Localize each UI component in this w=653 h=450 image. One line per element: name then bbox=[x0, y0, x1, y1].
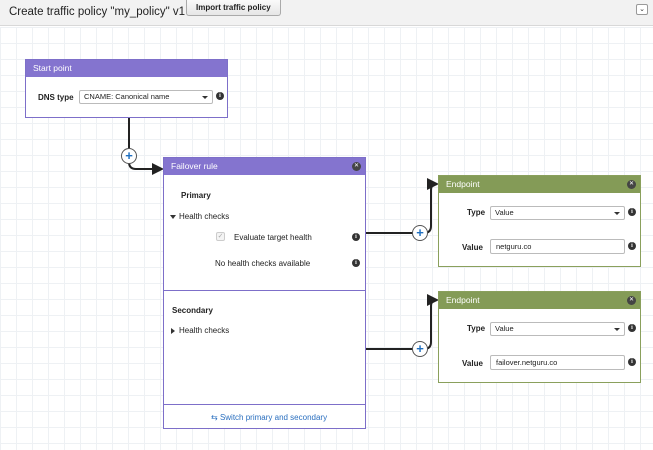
secondary-label: Secondary bbox=[172, 306, 213, 315]
close-icon[interactable]: ✕ bbox=[627, 180, 636, 189]
switch-label: Switch primary and secondary bbox=[220, 413, 327, 422]
info-icon[interactable]: i bbox=[352, 233, 360, 241]
type-select[interactable]: Value bbox=[490, 206, 625, 220]
add-secondary-endpoint-plus-button[interactable]: + bbox=[412, 341, 428, 357]
info-icon[interactable]: i bbox=[628, 358, 636, 366]
no-health-checks-text: No health checks available bbox=[215, 259, 310, 268]
start-point-header: Start point bbox=[26, 60, 227, 77]
caret-down-icon[interactable] bbox=[170, 215, 176, 219]
info-icon[interactable]: i bbox=[216, 92, 224, 100]
value-input[interactable]: netguru.co bbox=[490, 239, 625, 254]
info-icon[interactable]: i bbox=[628, 242, 636, 250]
value-label: Value bbox=[462, 359, 483, 368]
value-input[interactable]: failover.netguru.co bbox=[490, 355, 625, 370]
endpoint-box-primary: Endpoint ✕ Type Value i Value netguru.co… bbox=[438, 175, 641, 267]
chevron-down-icon bbox=[614, 328, 620, 331]
evaluate-target-health-label: Evaluate target health bbox=[234, 233, 312, 242]
type-label: Type bbox=[467, 324, 485, 333]
endpoint-box-secondary: Endpoint ✕ Type Value i Value failover.n… bbox=[438, 291, 641, 383]
endpoint-title: Endpoint bbox=[446, 295, 480, 305]
close-icon[interactable]: ✕ bbox=[352, 162, 361, 171]
failover-rule-box: Failover rule ✕ Primary Health checks ✓ … bbox=[163, 157, 366, 429]
dns-type-select[interactable]: CNAME: Canonical name bbox=[79, 90, 213, 104]
info-icon[interactable]: i bbox=[352, 259, 360, 267]
primary-label: Primary bbox=[181, 191, 211, 200]
start-point-box: Start point DNS type CNAME: Canonical na… bbox=[25, 59, 228, 118]
chevron-down-icon bbox=[202, 96, 208, 99]
type-value: Value bbox=[495, 324, 514, 333]
endpoint-title: Endpoint bbox=[446, 179, 480, 189]
add-primary-endpoint-plus-button[interactable]: + bbox=[412, 225, 428, 241]
dns-type-value: CNAME: Canonical name bbox=[84, 92, 169, 101]
type-select[interactable]: Value bbox=[490, 322, 625, 336]
section-divider bbox=[164, 290, 365, 291]
caret-right-icon[interactable] bbox=[171, 328, 175, 334]
evaluate-target-health-checkbox[interactable]: ✓ bbox=[216, 232, 225, 241]
swap-icon: ⇆ bbox=[211, 413, 218, 422]
dns-type-label: DNS type bbox=[38, 93, 74, 102]
primary-health-checks-toggle[interactable]: Health checks bbox=[179, 212, 229, 221]
failover-rule-title: Failover rule bbox=[171, 161, 218, 171]
chevron-down-icon bbox=[614, 212, 620, 215]
add-rule-plus-button[interactable]: + bbox=[121, 148, 137, 164]
failover-rule-header: Failover rule ✕ bbox=[164, 158, 365, 175]
type-value: Value bbox=[495, 208, 514, 217]
info-icon[interactable]: i bbox=[628, 324, 636, 332]
value-label: Value bbox=[462, 243, 483, 252]
endpoint-header: Endpoint ✕ bbox=[439, 176, 640, 193]
close-icon[interactable]: ✕ bbox=[627, 296, 636, 305]
type-label: Type bbox=[467, 208, 485, 217]
switch-primary-secondary-link[interactable]: ⇆ Switch primary and secondary bbox=[211, 413, 327, 422]
footer-divider bbox=[164, 404, 365, 405]
primary-to-endpoint-connector bbox=[366, 184, 437, 233]
endpoint-header: Endpoint ✕ bbox=[439, 292, 640, 309]
secondary-health-checks-toggle[interactable]: Health checks bbox=[179, 326, 229, 335]
secondary-to-endpoint-connector bbox=[366, 300, 437, 349]
info-icon[interactable]: i bbox=[628, 208, 636, 216]
